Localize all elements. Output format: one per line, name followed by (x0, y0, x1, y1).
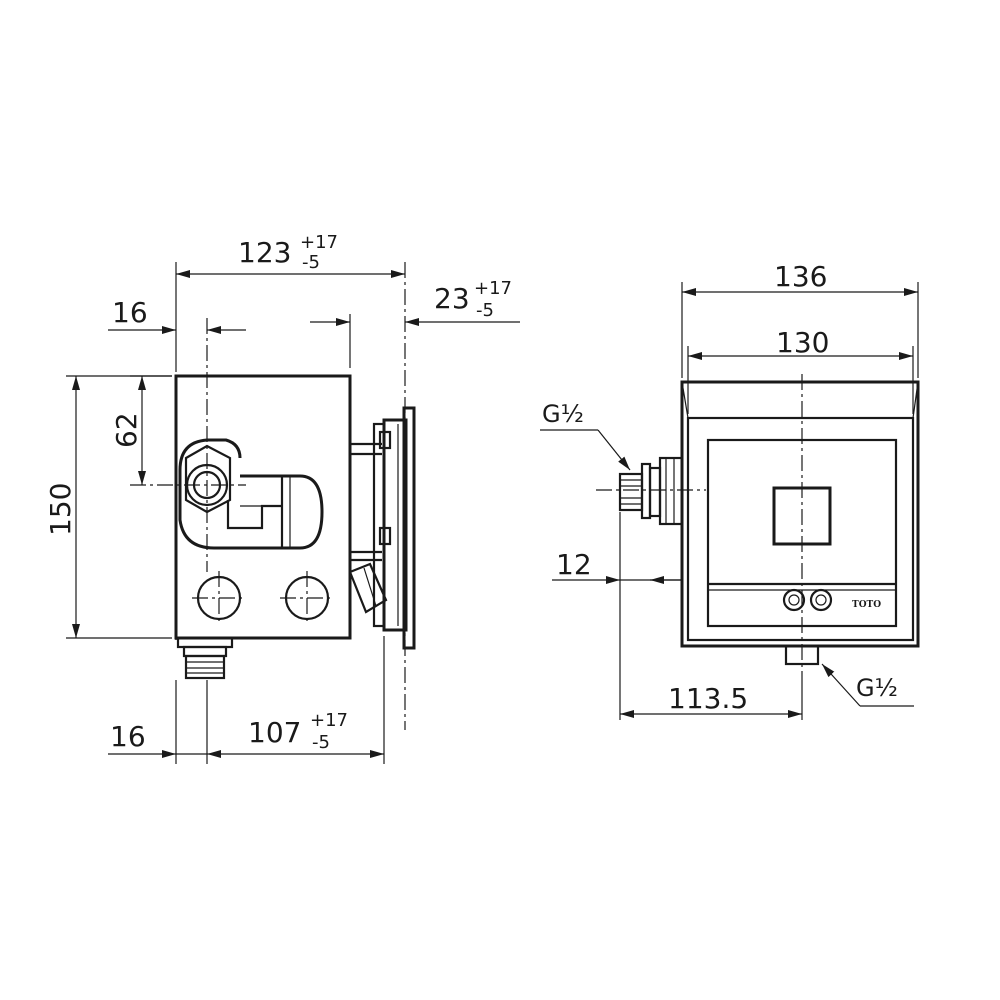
dim-top-inlet-offset-value: 16 (112, 296, 148, 329)
front-side-inlet (618, 456, 684, 526)
dim-plate-offset-value: 23 (434, 282, 470, 315)
dim-plate-offset-tol-lower: -5 (476, 300, 494, 321)
side-port-left (192, 571, 246, 625)
flush-button-right (809, 588, 833, 612)
side-bottom-outlet (176, 636, 234, 680)
dim-height-value: 150 (44, 483, 77, 536)
dim-bottom-depth-value: 107 (248, 716, 301, 749)
dim-total-depth-tol-upper: +17 (300, 232, 338, 253)
dim-bottom-outlet-offset-value: 16 (110, 720, 146, 753)
dim-bottom-depth-tol-upper: +17 (310, 710, 348, 731)
flush-button-left (782, 588, 806, 612)
dim-inner-width-value: 130 (776, 326, 829, 359)
side-inlet-fitting (178, 438, 324, 550)
side-view: 123 +17 -5 23 +17 -5 16 150 62 16 107 +1… (44, 232, 520, 764)
side-bracket (348, 422, 392, 628)
outlet-thread-label: G½ (856, 674, 898, 702)
dim-inlet-height-value: 62 (110, 412, 143, 448)
dim-side-inlet-offset-value: 12 (556, 548, 592, 581)
dim-outer-width-value: 136 (774, 260, 827, 293)
dim-outlet-distance-value: 113.5 (668, 682, 748, 715)
front-housing-inner (686, 416, 915, 642)
dim-bottom-depth-tol-lower: -5 (312, 732, 330, 753)
brand-logo: TOTO (852, 600, 881, 610)
dim-total-depth-value: 123 (238, 236, 291, 269)
side-port-right (280, 571, 334, 625)
front-housing-outer (680, 380, 920, 648)
front-view: TOTO (540, 260, 920, 720)
dim-plate-offset-tol-upper: +17 (474, 278, 512, 299)
side-cover-plate (382, 406, 416, 650)
inlet-thread-label: G½ (542, 400, 584, 428)
dim-total-depth-tol-lower: -5 (302, 252, 320, 273)
